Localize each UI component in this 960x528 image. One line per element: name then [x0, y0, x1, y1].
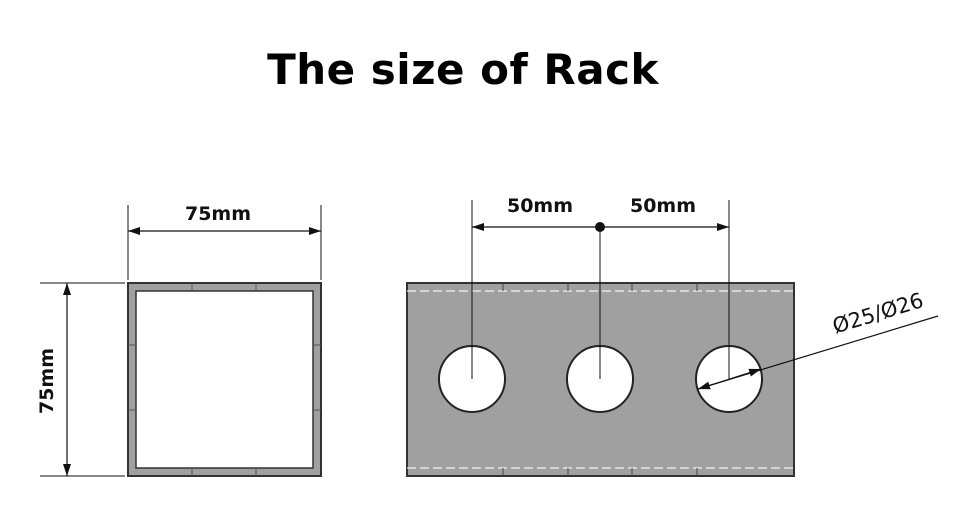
front-view: 75mm 75mm: [36, 203, 322, 477]
front-height-dimension: 75mm: [36, 282, 125, 477]
spacing-left-label: 50mm: [507, 195, 573, 217]
spacing-right-label: 50mm: [630, 195, 696, 217]
front-height-label: 75mm: [36, 348, 58, 414]
hole-spacing-dimension: 50mm 50mm: [471, 195, 730, 379]
side-view: 50mm 50mm Ø25/Ø26: [406, 195, 939, 477]
tube-inner-opening: [135, 290, 314, 469]
front-width-dimension: 75mm: [127, 203, 322, 280]
diameter-arrow: [697, 378, 731, 390]
front-width-label: 75mm: [185, 203, 251, 225]
hole-diameter-label: Ø25/Ø26: [830, 288, 927, 338]
wall-tick-marks: [128, 283, 321, 476]
center-dot: [595, 222, 605, 232]
diagram-title: The size of Rack: [267, 45, 659, 94]
plate-tick-marks: [502, 283, 698, 476]
